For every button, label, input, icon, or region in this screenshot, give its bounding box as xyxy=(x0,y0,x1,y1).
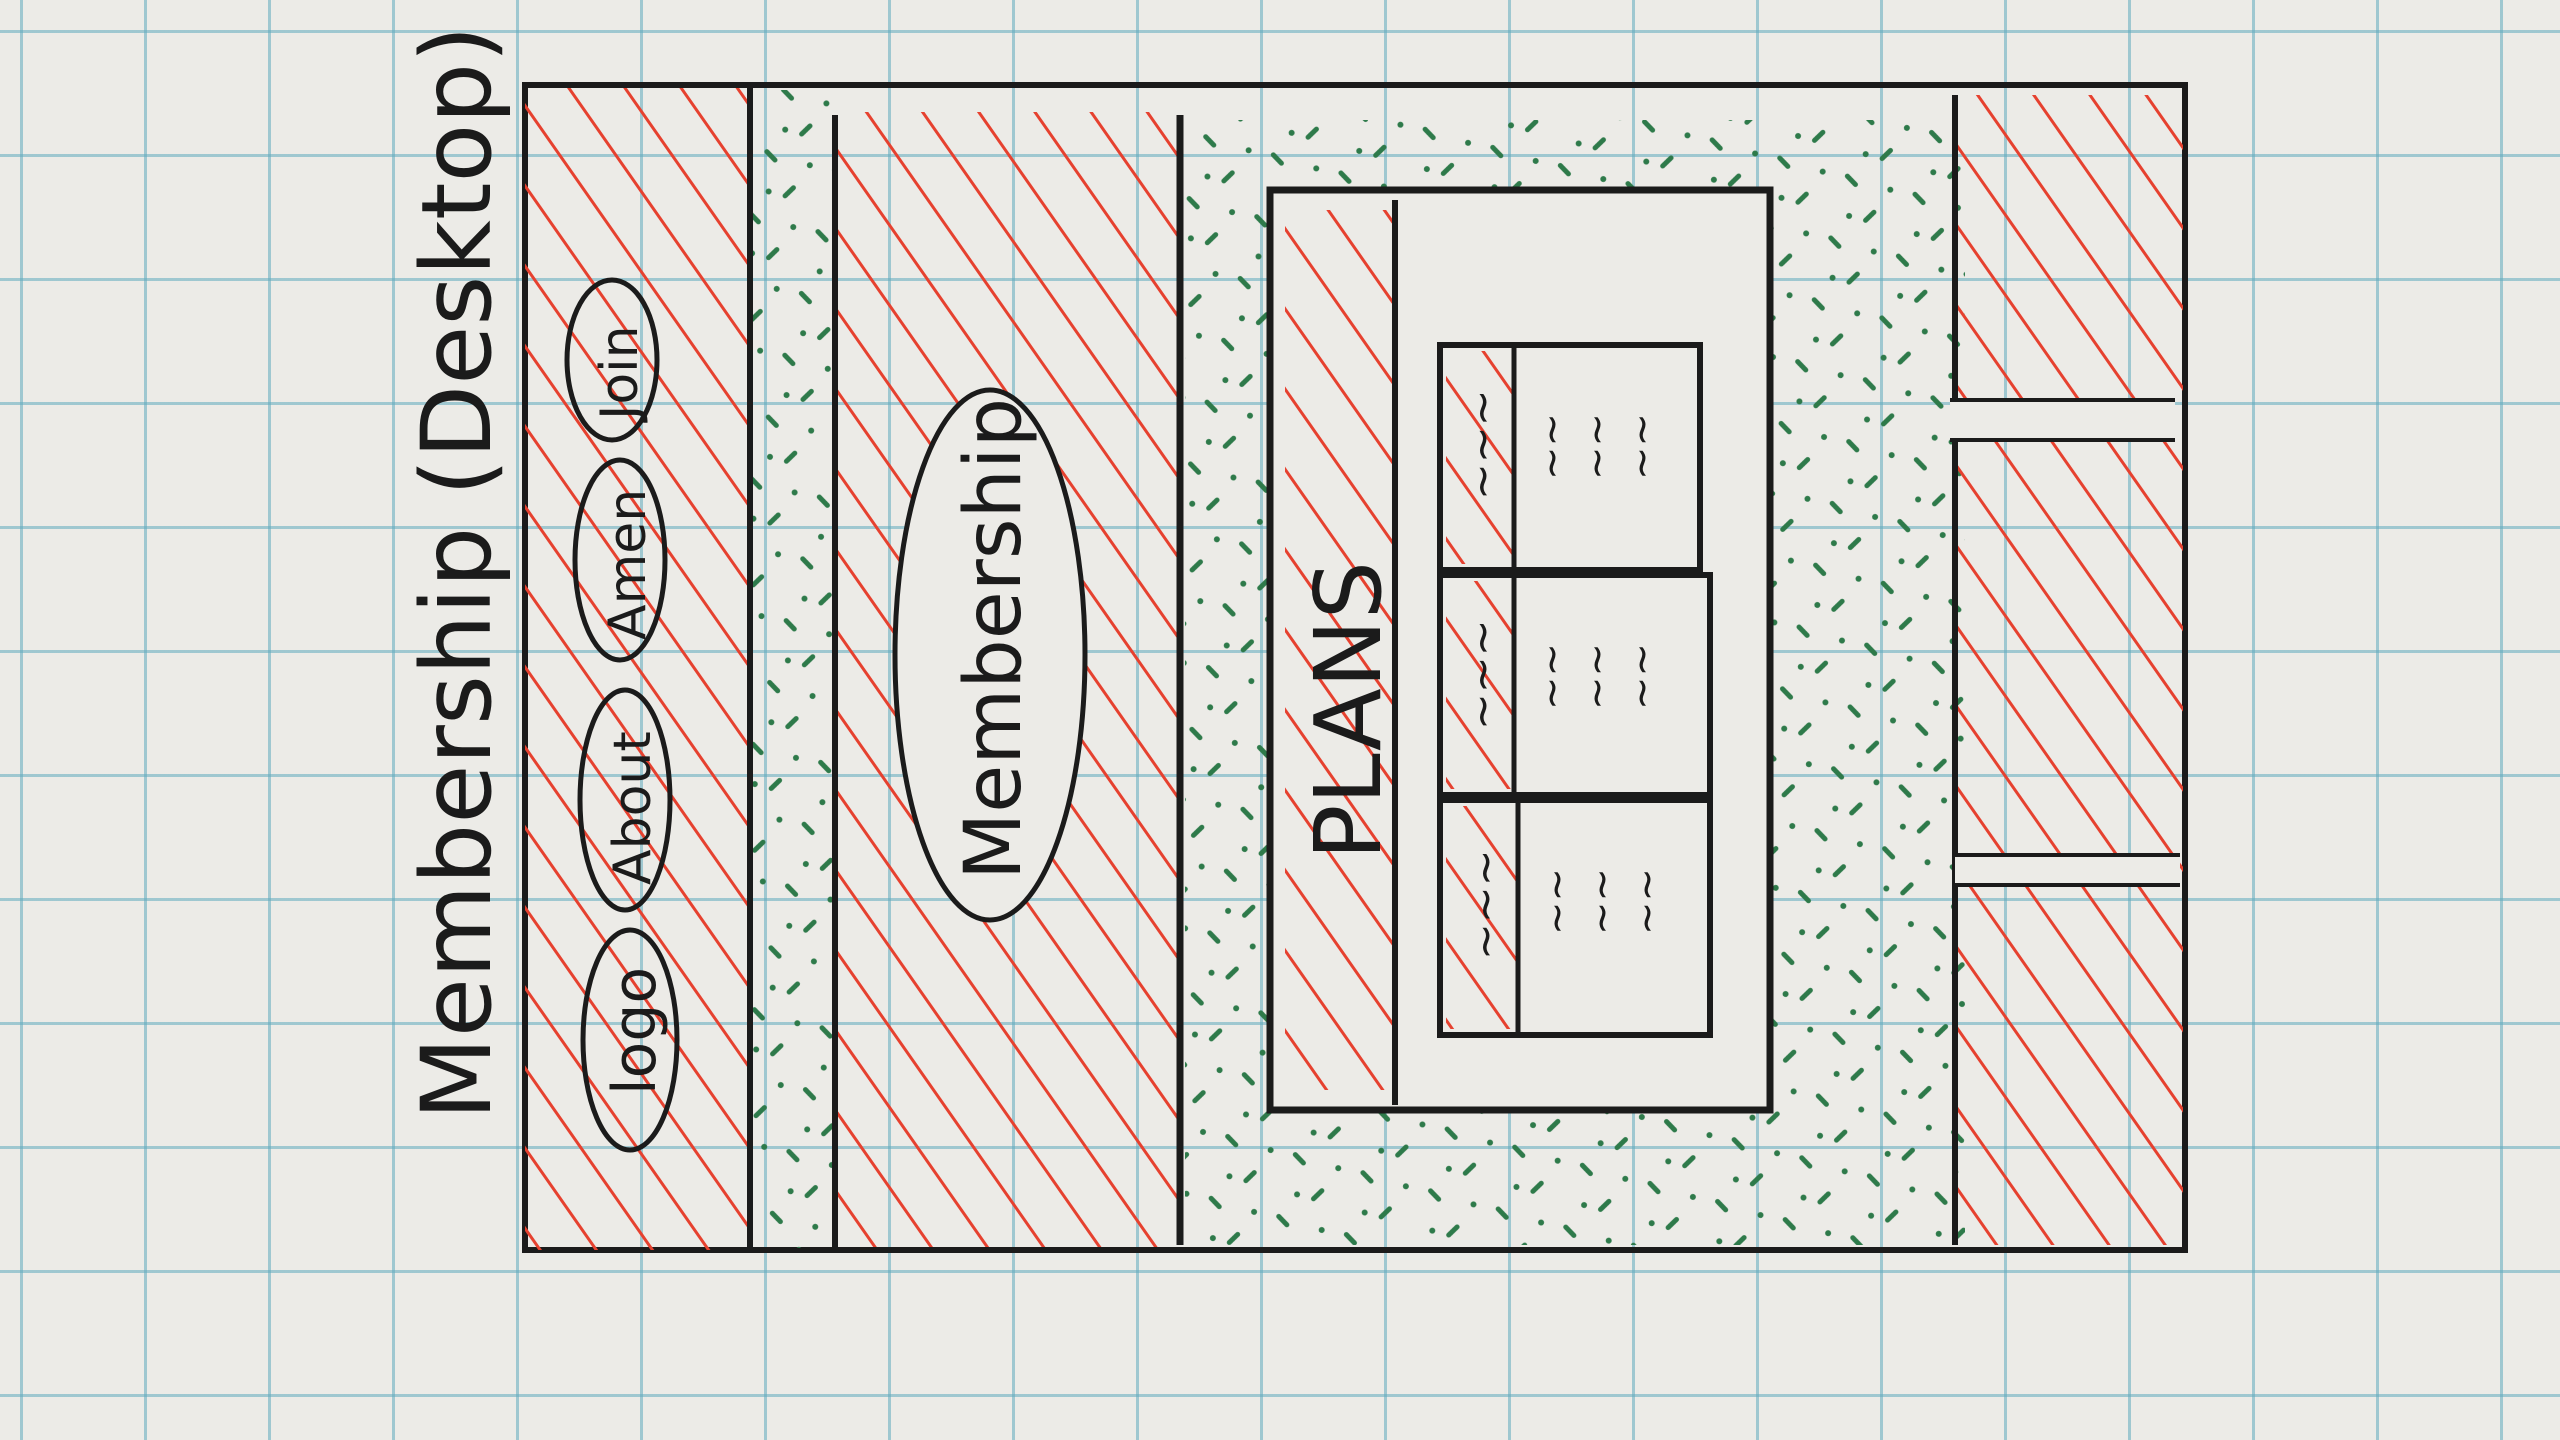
nav-link-join[interactable]: Join xyxy=(564,277,660,443)
plan-card[interactable]: ~~~ ~~ ~~ ~~ xyxy=(1437,572,1713,798)
svg-text:Amen: Amen xyxy=(598,489,658,640)
plan-card-header: ~~~ xyxy=(1457,619,1508,730)
plan-card-line: ~~ xyxy=(1619,413,1665,480)
nav-link-amen[interactable]: Amen xyxy=(572,457,668,663)
plan-card-line: ~~ xyxy=(1534,868,1580,935)
nav-logo[interactable]: logo xyxy=(580,927,680,1153)
plan-card-line: ~~ xyxy=(1574,643,1620,710)
plan-card-line: ~~ xyxy=(1619,643,1665,710)
svg-text:Membership: Membership xyxy=(949,398,1039,880)
svg-text:logo: logo xyxy=(600,967,670,1095)
nav-bar xyxy=(525,85,753,1250)
plan-card[interactable]: ~~~ ~~ ~~ ~~ xyxy=(1437,797,1713,1038)
footer-section xyxy=(1952,95,2183,1245)
nav-link-about[interactable]: About xyxy=(577,687,673,913)
footer-divider xyxy=(1955,853,2180,887)
sketch-title: Membership (Desktop) xyxy=(401,25,513,1120)
plan-card-line: ~~ xyxy=(1529,643,1575,710)
svg-text:About: About xyxy=(603,731,663,885)
plan-card-line: ~~ xyxy=(1529,413,1575,480)
plan-card-header: ~~~ xyxy=(1460,849,1511,960)
plan-card[interactable]: ~~~ ~~ ~~ ~~ xyxy=(1437,342,1703,573)
plan-card-line: ~~ xyxy=(1574,413,1620,480)
footer-divider xyxy=(1950,398,2175,442)
plan-card-line: ~~ xyxy=(1624,868,1670,935)
svg-text:Join: Join xyxy=(590,325,650,423)
plan-card-header: ~~~ xyxy=(1457,389,1508,500)
hero-membership-pill: Membership xyxy=(892,387,1088,923)
plans-heading: PLANS xyxy=(1295,561,1402,860)
green-strip xyxy=(753,90,838,1250)
plan-card-line: ~~ xyxy=(1579,868,1625,935)
